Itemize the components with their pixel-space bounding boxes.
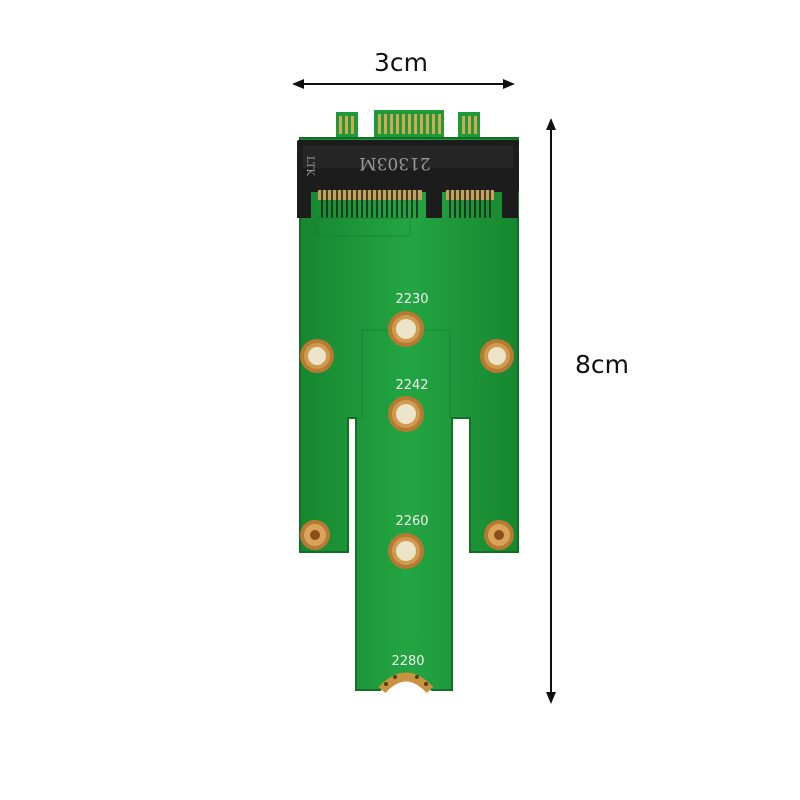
m2-adapter-board: 21303M LTK bbox=[297, 110, 519, 694]
mounting-hole-right-upper bbox=[480, 339, 514, 373]
edge-connector-fingers bbox=[336, 110, 480, 138]
connector-marking: 21303M bbox=[359, 153, 431, 173]
slot-hole-2230 bbox=[388, 311, 424, 347]
width-dimension-label: 3cm bbox=[374, 48, 429, 77]
slot-hole-2260 bbox=[388, 533, 424, 569]
slot-hole-2242 bbox=[388, 396, 424, 432]
mounting-hole-left-upper bbox=[300, 339, 334, 373]
slot-label-2242: 2242 bbox=[395, 378, 428, 393]
standoff-nut-left bbox=[300, 520, 330, 550]
slot-label-2260: 2260 bbox=[395, 514, 428, 529]
standoff-nut-right bbox=[484, 520, 514, 550]
slot-label-2230: 2230 bbox=[395, 292, 428, 307]
height-dimension-arrow bbox=[546, 118, 556, 704]
height-dimension-label: 8cm bbox=[575, 350, 630, 379]
width-dimension-arrow bbox=[292, 79, 515, 89]
slot-hole-2280 bbox=[378, 672, 434, 694]
slot-label-2280: 2280 bbox=[391, 654, 424, 669]
brand-marking: LTK bbox=[304, 156, 315, 176]
msata-socket-connector: 21303M LTK bbox=[297, 140, 519, 218]
